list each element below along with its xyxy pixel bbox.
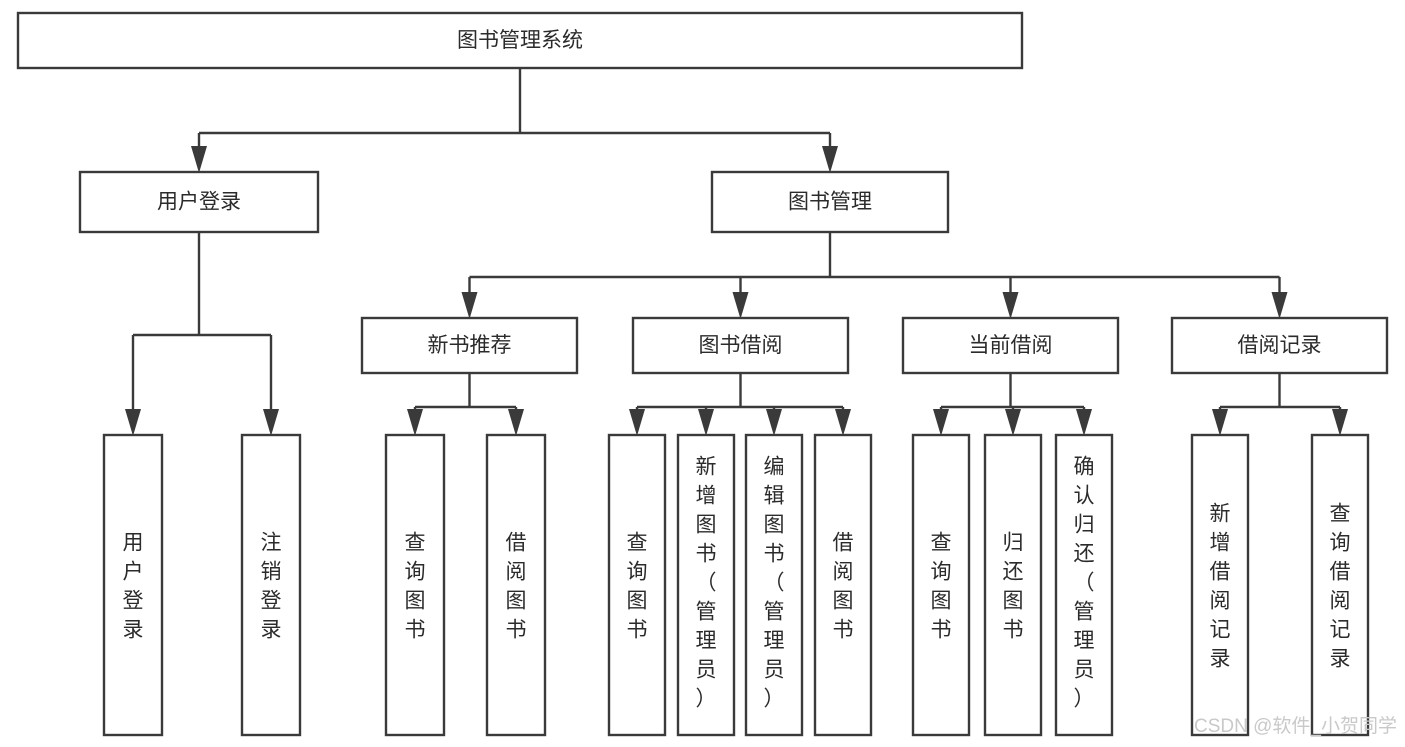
- connector-user-login: [125, 232, 279, 436]
- node-label-leaf-query-book-cur: 查询图书: [931, 532, 952, 642]
- node-label-new-book-rec: 新书推荐: [428, 334, 512, 357]
- node-leaf-user-logout[interactable]: 注销登录: [240, 433, 302, 737]
- node-label-leaf-add-borrow-record: 新增借阅记录: [1210, 503, 1231, 671]
- node-label-leaf-query-borrow-record: 查询借阅记录: [1330, 503, 1351, 671]
- node-leaf-query-book[interactable]: 查询图书: [607, 433, 667, 737]
- connector-current-borrow: [933, 373, 1092, 436]
- arrow-head-icon: [191, 146, 207, 173]
- node-label-book-manage: 图书管理: [788, 191, 872, 214]
- node-label-leaf-query-book: 查询图书: [627, 532, 648, 642]
- arrow-head-icon: [1005, 409, 1021, 436]
- node-label-leaf-add-book-admin: 新增图书（管理员）: [696, 456, 717, 711]
- node-label-leaf-user-login: 用户登录: [123, 532, 144, 642]
- node-box-root[interactable]: [16, 11, 1024, 70]
- node-leaf-query-borrow-record[interactable]: 查询借阅记录: [1310, 433, 1370, 737]
- node-box-leaf-query-borrow-record[interactable]: [1310, 433, 1370, 737]
- node-label-borrow-record: 借阅记录: [1238, 334, 1322, 357]
- arrow-head-icon: [407, 409, 423, 436]
- node-user-login[interactable]: 用户登录: [78, 170, 320, 234]
- arrow-head-icon: [822, 146, 838, 173]
- node-label-current-borrow: 当前借阅: [969, 334, 1053, 357]
- node-leaf-user-login[interactable]: 用户登录: [102, 433, 164, 737]
- connector-root: [191, 68, 838, 173]
- node-box-leaf-query-book[interactable]: [607, 433, 667, 737]
- node-leaf-borrow-book-rec[interactable]: 借阅图书: [485, 433, 547, 737]
- node-label-leaf-borrow-book: 借阅图书: [833, 532, 854, 642]
- node-box-leaf-edit-book-admin[interactable]: [744, 433, 804, 737]
- node-label-leaf-return-book: 归还图书: [1003, 532, 1024, 642]
- node-box-book-manage[interactable]: [710, 170, 950, 234]
- node-label-user-login: 用户登录: [157, 191, 241, 214]
- arrow-head-icon: [508, 409, 524, 436]
- arrow-head-icon: [1212, 409, 1228, 436]
- arrow-head-icon: [766, 409, 782, 436]
- arrow-head-icon: [835, 409, 851, 436]
- arrow-head-icon: [1076, 409, 1092, 436]
- connection-layer: [125, 68, 1348, 436]
- node-borrow-record[interactable]: 借阅记录: [1170, 316, 1389, 375]
- arrow-head-icon: [461, 292, 478, 319]
- node-box-user-login[interactable]: [78, 170, 320, 234]
- node-book-manage[interactable]: 图书管理: [710, 170, 950, 234]
- node-box-new-book-rec[interactable]: [360, 316, 579, 375]
- csdn-watermark: CSDN @软件_小贺同学: [1194, 715, 1397, 737]
- node-leaf-return-book[interactable]: 归还图书: [983, 433, 1043, 737]
- node-label-leaf-confirm-return-admin: 确认归还（管理员）: [1074, 456, 1095, 711]
- arrow-head-icon: [933, 409, 949, 436]
- node-label-leaf-query-book-rec: 查询图书: [405, 532, 426, 642]
- node-box-leaf-add-book-admin[interactable]: [676, 433, 736, 737]
- node-current-borrow[interactable]: 当前借阅: [901, 316, 1120, 375]
- connector-new-book-rec: [407, 373, 524, 436]
- node-book-borrow[interactable]: 图书借阅: [631, 316, 850, 375]
- arrow-head-icon: [263, 409, 279, 436]
- arrow-head-icon: [1332, 409, 1348, 436]
- node-layer: 图书管理系统用户登录图书管理新书推荐图书借阅当前借阅借阅记录用户登录注销登录查询…: [16, 11, 1389, 737]
- node-leaf-confirm-return-admin[interactable]: 确认归还（管理员）: [1054, 433, 1114, 737]
- node-leaf-query-book-rec[interactable]: 查询图书: [384, 433, 446, 737]
- node-leaf-add-book-admin[interactable]: 新增图书（管理员）: [676, 433, 736, 737]
- node-box-borrow-record[interactable]: [1170, 316, 1389, 375]
- node-label-leaf-user-logout: 注销登录: [261, 532, 282, 642]
- arrow-head-icon: [1271, 292, 1288, 319]
- node-box-leaf-query-book-rec[interactable]: [384, 433, 446, 737]
- arrow-head-icon: [1002, 292, 1019, 319]
- node-box-leaf-confirm-return-admin[interactable]: [1054, 433, 1114, 737]
- node-leaf-borrow-book[interactable]: 借阅图书: [813, 433, 873, 737]
- node-box-leaf-add-borrow-record[interactable]: [1190, 433, 1250, 737]
- arrow-head-icon: [125, 409, 141, 436]
- node-box-leaf-user-logout[interactable]: [240, 433, 302, 737]
- node-box-current-borrow[interactable]: [901, 316, 1120, 375]
- arrow-head-icon: [629, 409, 645, 436]
- arrow-head-icon: [732, 292, 749, 319]
- node-box-book-borrow[interactable]: [631, 316, 850, 375]
- node-label-root: 图书管理系统: [457, 29, 583, 52]
- node-root[interactable]: 图书管理系统: [16, 11, 1024, 70]
- node-label-leaf-borrow-book-rec: 借阅图书: [506, 532, 527, 642]
- connector-book-borrow: [629, 373, 851, 436]
- node-leaf-edit-book-admin[interactable]: 编辑图书（管理员）: [744, 433, 804, 737]
- node-box-leaf-query-book-cur[interactable]: [911, 433, 971, 737]
- node-box-leaf-return-book[interactable]: [983, 433, 1043, 737]
- node-label-book-borrow: 图书借阅: [699, 334, 783, 357]
- node-new-book-rec[interactable]: 新书推荐: [360, 316, 579, 375]
- node-box-leaf-user-login[interactable]: [102, 433, 164, 737]
- node-box-leaf-borrow-book-rec[interactable]: [485, 433, 547, 737]
- node-leaf-query-book-cur[interactable]: 查询图书: [911, 433, 971, 737]
- node-leaf-add-borrow-record[interactable]: 新增借阅记录: [1190, 433, 1250, 737]
- node-box-leaf-borrow-book[interactable]: [813, 433, 873, 737]
- arrow-head-icon: [698, 409, 714, 436]
- node-label-leaf-edit-book-admin: 编辑图书（管理员）: [764, 456, 785, 711]
- connector-borrow-record: [1212, 373, 1348, 436]
- connector-book-manage: [461, 232, 1288, 319]
